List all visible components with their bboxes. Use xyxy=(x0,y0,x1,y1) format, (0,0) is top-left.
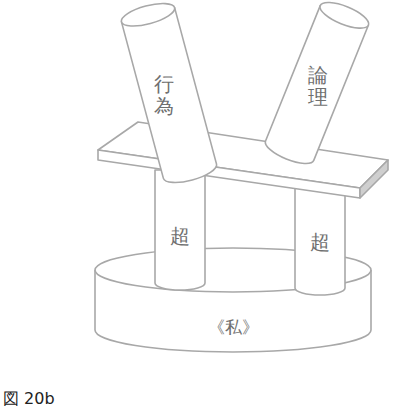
pillar-shape: 超 xyxy=(170,223,190,250)
cylinder-label: 行為 xyxy=(154,73,174,117)
pillar xyxy=(295,188,345,295)
cylinder-shape: 行為 xyxy=(154,73,174,117)
base-label: 《私》 xyxy=(208,316,259,339)
cylinder xyxy=(262,0,372,169)
pillar-shape: 超 xyxy=(310,229,330,256)
pillar xyxy=(155,170,205,290)
cylinder xyxy=(119,0,219,187)
pillar-label: 超 xyxy=(310,229,330,256)
figure-caption: 図 20b xyxy=(3,389,55,410)
slab-side xyxy=(360,160,388,198)
base-shape: 《私》 xyxy=(208,316,259,339)
cylinder-shape: 論理 xyxy=(308,64,328,108)
cylinder-label: 論理 xyxy=(308,64,328,108)
slab-front xyxy=(98,150,360,198)
pillar-label: 超 xyxy=(170,223,190,250)
